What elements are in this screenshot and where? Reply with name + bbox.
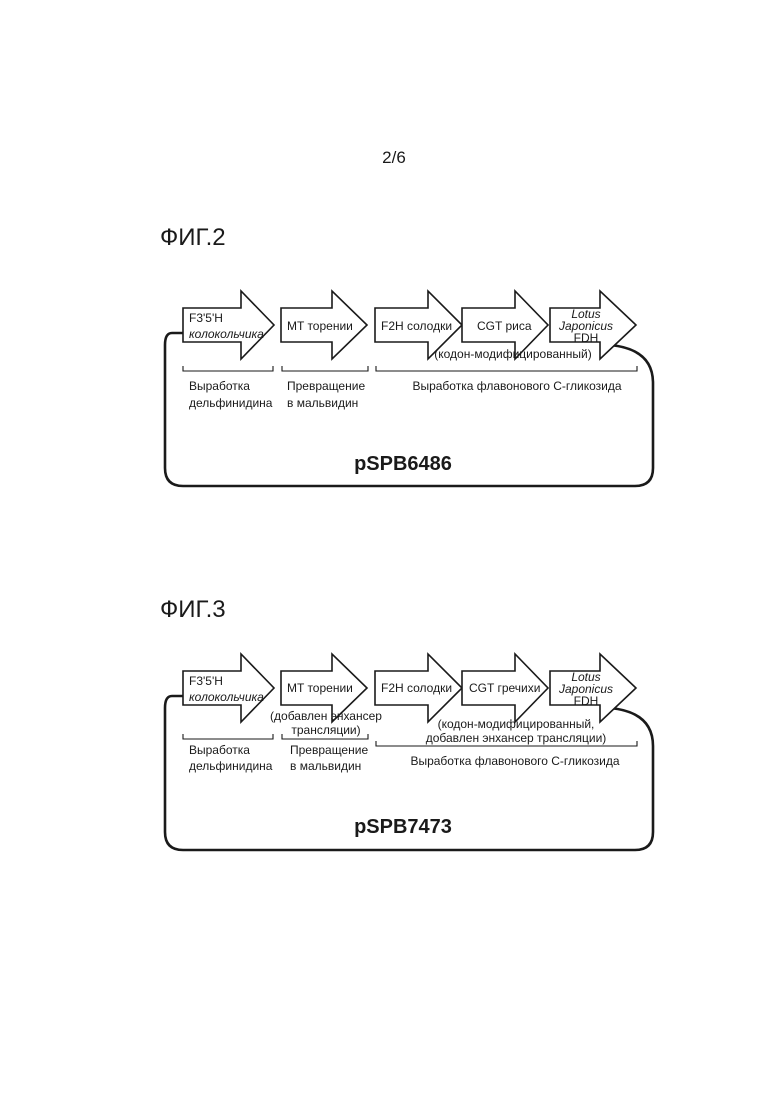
gene-label-f2h: F2H солодки (381, 681, 452, 695)
group-label-delphinidin: Выработка (189, 743, 250, 757)
group-label-delphinidin: дельфинидина (189, 396, 273, 410)
gene-label-cgt: CGT риса (477, 319, 532, 333)
brace-flavone (376, 366, 637, 371)
group-label-malvidin: Превращение (287, 379, 365, 393)
figure-3: ФИГ.3 F3'5'H колокольчика MT торении F2H… (160, 596, 653, 850)
page-number: 2/6 (382, 148, 406, 167)
gene-label-f3h: F3'5'H (189, 311, 223, 325)
figure-2: ФИГ.2 F3'5'H колокольчика MT торении F2H… (160, 224, 653, 486)
figure-title: ФИГ.2 (160, 224, 226, 251)
brace-delphinidin (183, 734, 273, 739)
gene-label-fdh: FDH (574, 331, 599, 345)
figure-title: ФИГ.3 (160, 596, 226, 623)
gene-arrow-f3h (183, 291, 274, 359)
gene-label-f3h-source: колокольчика (189, 327, 264, 341)
gene-arrow-f3h (183, 654, 274, 722)
codon-note: (кодон-модифицированный) (434, 347, 591, 361)
mt-enhancer-note: (добавлен энхансер (270, 709, 382, 723)
gene-label-f2h: F2H солодки (381, 319, 452, 333)
group-label-delphinidin: дельфинидина (189, 759, 273, 773)
gene-label-fdh: FDH (574, 694, 599, 708)
mt-enhancer-note: трансляции) (291, 723, 360, 737)
codon-note: добавлен энхансер трансляции) (426, 731, 607, 745)
plasmid-name: pSPB6486 (354, 453, 452, 475)
group-label-delphinidin: Выработка (189, 379, 250, 393)
gene-label-f3h-source: колокольчика (189, 690, 264, 704)
gene-label-mt: MT торении (287, 319, 353, 333)
gene-label-f3h: F3'5'H (189, 674, 223, 688)
group-label-malvidin: в мальвидин (287, 396, 358, 410)
group-label-flavone: Выработка флавонового С-гликозида (412, 379, 621, 393)
gene-label-mt: MT торении (287, 681, 353, 695)
group-label-malvidin: в мальвидин (290, 759, 361, 773)
brace-delphinidin (183, 366, 273, 371)
plasmid-name: pSPB7473 (354, 816, 452, 838)
codon-note: (кодон-модифицированный, (438, 717, 595, 731)
group-label-flavone: Выработка флавонового С-гликозида (410, 754, 619, 768)
brace-malvidin (282, 366, 368, 371)
group-label-malvidin: Превращение (290, 743, 368, 757)
gene-label-cgt: CGT гречихи (469, 681, 540, 695)
